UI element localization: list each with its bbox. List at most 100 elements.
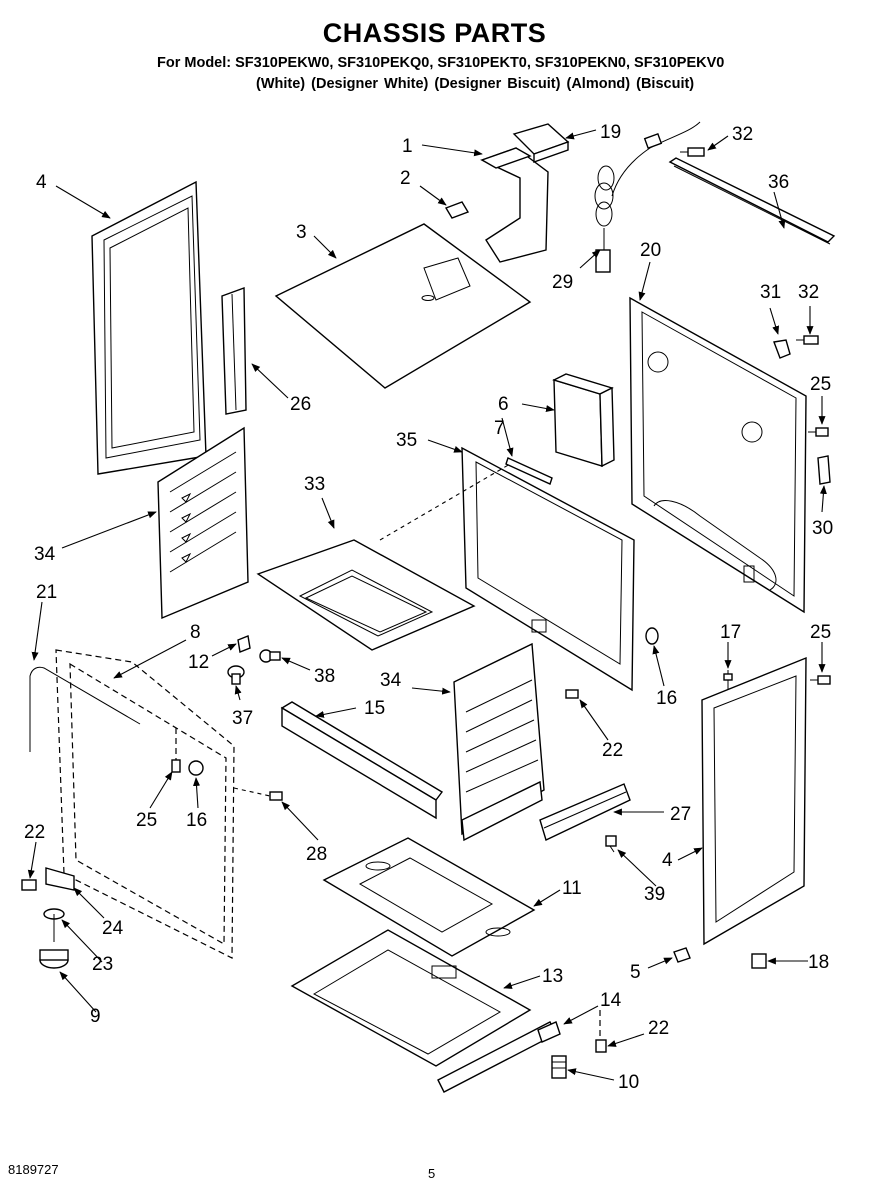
callout-32b: 32	[798, 282, 819, 303]
side-liner-left[interactable]	[157, 426, 249, 620]
callout-26: 26	[290, 394, 311, 415]
clip-18[interactable]	[751, 953, 767, 969]
insulation-block[interactable]	[552, 373, 615, 468]
side-panel-right[interactable]	[701, 656, 807, 946]
vent-trim[interactable]	[512, 123, 570, 163]
document-number: 8189727	[8, 1162, 59, 1177]
callout-6: 6	[498, 394, 509, 415]
top-insulation-sheet[interactable]	[274, 223, 532, 389]
callout-20: 20	[640, 240, 661, 261]
callout-37: 37	[232, 708, 253, 729]
vent-duct[interactable]	[480, 147, 549, 263]
callout-13: 13	[542, 966, 563, 987]
callout-15: 15	[364, 698, 385, 719]
callout-32a: 32	[732, 124, 753, 145]
plug-16-right[interactable]	[645, 627, 659, 645]
callout-23: 23	[92, 954, 113, 975]
hardware-38[interactable]	[259, 649, 281, 663]
callout-1: 1	[402, 136, 413, 157]
oven-bottom-tray[interactable]	[256, 539, 476, 651]
washer-23[interactable]	[43, 908, 65, 942]
clip-31[interactable]	[773, 339, 791, 359]
callout-25c: 25	[136, 810, 157, 831]
page-title: CHASSIS PARTS	[322, 18, 547, 48]
callout-30: 30	[812, 518, 833, 539]
callout-34a: 34	[34, 544, 56, 565]
leveling-leg-10[interactable]	[551, 1055, 567, 1079]
back-panel[interactable]	[629, 296, 807, 614]
callout-4a: 4	[36, 172, 47, 193]
callout-29: 29	[552, 272, 573, 293]
callout-4b: 4	[662, 850, 673, 871]
side-bracket[interactable]	[221, 287, 247, 415]
screw-22-mid[interactable]	[565, 689, 579, 699]
door-gasket[interactable]	[29, 666, 141, 752]
screw-25-left[interactable]	[171, 728, 181, 773]
screw-32-top[interactable]	[680, 147, 705, 157]
screw-25-right[interactable]	[810, 675, 831, 685]
callout-9: 9	[90, 1006, 101, 1027]
screw-25-back[interactable]	[808, 427, 829, 437]
callout-28: 28	[306, 844, 327, 865]
small-clip[interactable]	[444, 201, 470, 219]
screw-22-left[interactable]	[21, 879, 37, 891]
callout-22b: 22	[24, 822, 45, 843]
screw-17[interactable]	[723, 670, 733, 690]
screw-22-bottom[interactable]	[595, 1010, 607, 1053]
callout-19: 19	[600, 122, 621, 143]
frame-strip[interactable]	[505, 457, 553, 485]
screw-28[interactable]	[269, 791, 283, 801]
callout-11: 11	[562, 878, 582, 899]
side-liner-right[interactable]	[453, 642, 545, 842]
model-list: For Model: SF310PEKW0, SF310PEKQ0, SF310…	[157, 55, 725, 71]
callout-7: 7	[494, 418, 505, 439]
callout-21: 21	[36, 582, 57, 603]
callout-25a: 25	[810, 374, 831, 395]
callout-3: 3	[296, 222, 307, 243]
callout-16a: 16	[656, 688, 677, 709]
page-number: 5	[428, 1166, 436, 1181]
kick-plate[interactable]	[539, 783, 631, 841]
callout-22c: 22	[648, 1018, 669, 1039]
callout-12: 12	[188, 652, 209, 673]
lower-frame-dashed	[55, 649, 235, 959]
callout-24: 24	[102, 918, 124, 939]
callout-2: 2	[400, 168, 411, 189]
screw-39[interactable]	[605, 835, 617, 853]
callout-39: 39	[644, 884, 665, 905]
color-list: (White) (Designer White) (Designer Biscu…	[256, 76, 695, 92]
callout-10: 10	[618, 1072, 639, 1093]
plug-16-left[interactable]	[188, 760, 204, 776]
leader-lines	[27, 129, 827, 1081]
callout-labels: 1 19 2 3 4 26 29 32 36 20 31 32 25 30 6 …	[24, 122, 833, 1093]
rear-rail[interactable]	[668, 157, 836, 245]
broiler-pan[interactable]	[322, 837, 536, 957]
callout-14: 14	[600, 990, 622, 1011]
callout-8: 8	[190, 622, 201, 643]
callout-25b: 25	[810, 622, 831, 643]
leveling-bracket-24[interactable]	[45, 867, 75, 891]
hardware-37[interactable]	[227, 665, 245, 685]
callout-33: 33	[304, 474, 325, 495]
leveling-foot-9[interactable]	[39, 949, 69, 969]
callout-18: 18	[808, 952, 829, 973]
lower-bar[interactable]	[280, 701, 444, 820]
callout-38: 38	[314, 666, 335, 687]
callout-17: 17	[720, 622, 741, 643]
clip-5[interactable]	[673, 947, 691, 963]
side-panel-left[interactable]	[91, 180, 207, 475]
hardware-12[interactable]	[237, 635, 251, 653]
oven-front-frame[interactable]	[461, 446, 635, 692]
callout-16b: 16	[186, 810, 207, 831]
callout-36: 36	[768, 172, 789, 193]
bottom-rail[interactable]	[437, 1021, 561, 1093]
callout-34b: 34	[380, 670, 402, 691]
callout-5: 5	[630, 962, 641, 983]
screw-32-side[interactable]	[796, 335, 819, 345]
callout-27: 27	[670, 804, 691, 825]
callout-31: 31	[760, 282, 781, 303]
bottom-panel[interactable]	[290, 929, 532, 1067]
callout-35: 35	[396, 430, 417, 451]
bracket-30[interactable]	[817, 455, 831, 485]
